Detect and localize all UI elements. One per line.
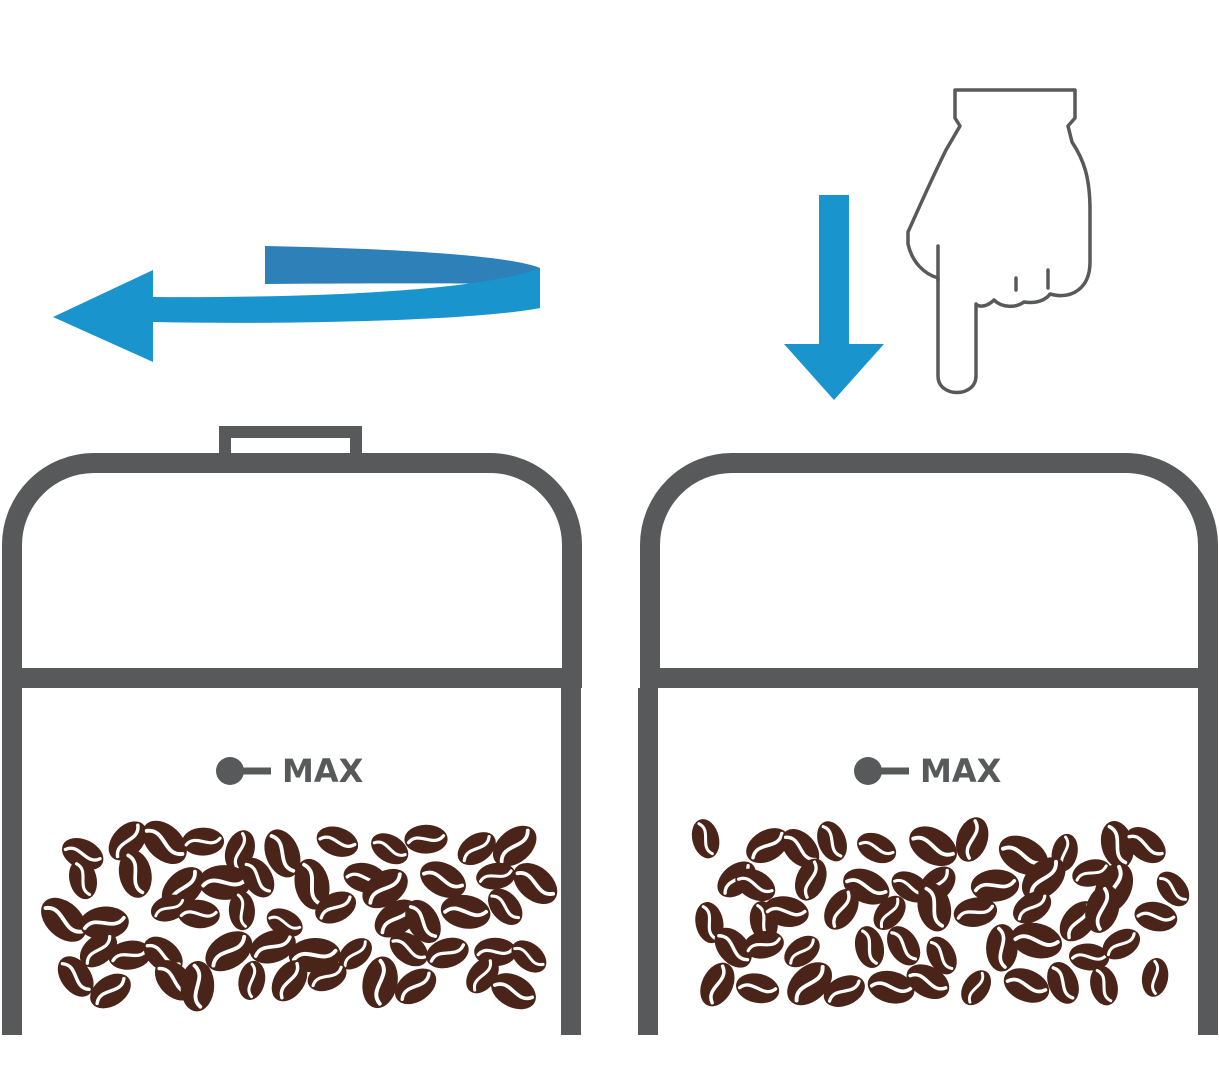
right-max-label: MAX bbox=[920, 752, 1002, 790]
coffee-bean-icon bbox=[731, 967, 784, 1009]
coffee-bean-icon bbox=[850, 825, 903, 871]
left-grinder-container: MAX bbox=[2, 426, 582, 1035]
left-max-label: MAX bbox=[282, 752, 364, 790]
left-lid-outline bbox=[2, 453, 582, 675]
coffee-bean-icon bbox=[233, 957, 270, 1004]
coffee-bean-icon bbox=[953, 963, 999, 1013]
coffee-bean-icon bbox=[180, 825, 226, 858]
left-coffee-beans bbox=[33, 810, 568, 1019]
right-max-marker: MAX bbox=[854, 752, 1002, 790]
hand-finger-creases bbox=[936, 244, 1050, 292]
left-lid-tab bbox=[219, 426, 362, 455]
coffee-bean-icon bbox=[402, 822, 450, 856]
coffee-bean-icon bbox=[386, 959, 445, 1014]
right-lid-outline bbox=[640, 453, 1218, 675]
coffee-bean-icon bbox=[1137, 954, 1173, 1001]
press-down-arrow-icon bbox=[784, 195, 884, 400]
right-coffee-beans bbox=[686, 811, 1198, 1016]
right-grinder-container: MAX bbox=[638, 453, 1218, 1035]
coffee-bean-icon bbox=[849, 921, 890, 973]
coffee-bean-icon bbox=[177, 958, 217, 1014]
rotate-arrow-front-band bbox=[53, 268, 540, 362]
coffee-bean-icon bbox=[82, 964, 139, 1018]
pointing-hand-icon bbox=[906, 88, 1092, 395]
coffee-bean-icon bbox=[310, 819, 364, 864]
coffee-bean-icon bbox=[948, 811, 996, 868]
rotate-arrow-back-band bbox=[265, 246, 540, 286]
coffee-bean-icon bbox=[900, 816, 967, 877]
left-max-marker: MAX bbox=[216, 752, 364, 790]
rotate-arrow-icon bbox=[53, 246, 540, 362]
coffee-bean-icon bbox=[686, 814, 725, 863]
